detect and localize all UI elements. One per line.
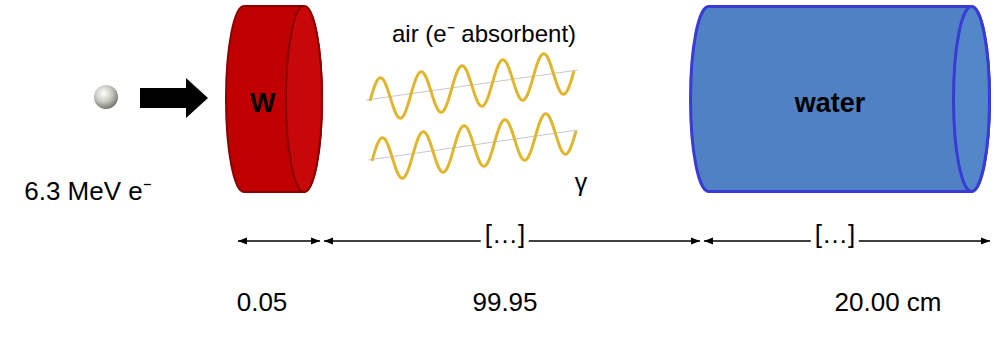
dimension-arrow xyxy=(238,240,320,242)
water-phantom: water xyxy=(688,4,992,194)
cylinder-body xyxy=(691,7,990,192)
cylinder-face xyxy=(286,6,322,192)
label-holder: 99.95 xyxy=(472,287,537,318)
label-holder: […] xyxy=(811,219,859,250)
gamma-wave xyxy=(370,54,574,119)
beam-arrow xyxy=(140,78,208,118)
gamma-label: γ xyxy=(575,168,588,197)
dimension-value: 99.95 xyxy=(472,287,537,318)
gamma-wave xyxy=(372,114,576,179)
beam-label: 6.3 MeV e⁻ xyxy=(24,172,152,208)
dimension-value: 20.00 cm xyxy=(835,287,942,318)
label-holder: […] xyxy=(481,219,529,250)
dimension-value: 0.05 xyxy=(237,287,288,318)
cylinder-face xyxy=(954,7,990,192)
cylinder-body xyxy=(226,6,322,192)
node-label: water xyxy=(795,88,866,119)
placeholder-label: […] xyxy=(481,219,529,250)
medium-label: air (e⁻ absorbent) xyxy=(392,16,576,49)
electron-ball xyxy=(94,85,118,109)
label-holder: air (e⁻ absorbent) xyxy=(392,16,576,49)
tungsten-target: W xyxy=(224,4,324,194)
label-holder: 20.00 cm xyxy=(835,287,942,318)
node-label: W xyxy=(250,88,275,119)
label-holder: 6.3 MeV e⁻ xyxy=(24,172,152,208)
label-holder: γ xyxy=(575,168,588,197)
label-holder: 0.05 xyxy=(237,287,288,318)
gamma-waves xyxy=(370,54,576,179)
placeholder-label: […] xyxy=(811,219,859,250)
